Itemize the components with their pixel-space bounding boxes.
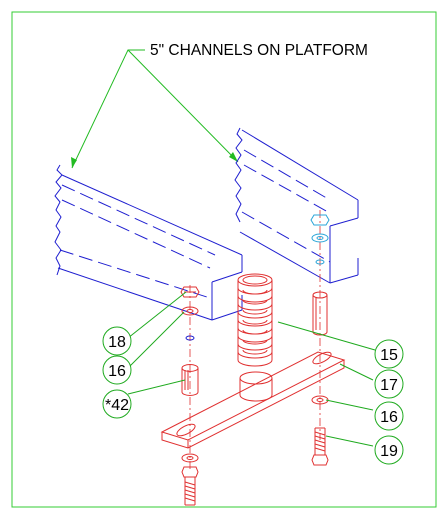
hidden-washer-left — [185, 335, 195, 341]
callout-16-right: 16 — [374, 401, 404, 431]
arrowhead-left — [71, 157, 77, 168]
callout-42: *42 — [102, 389, 132, 419]
callout-17: 17 — [374, 369, 404, 399]
callout-18: 18 — [102, 326, 132, 356]
callout-16-left: 16 — [102, 355, 132, 385]
callout-leaders — [127, 291, 376, 447]
arrowhead-right — [229, 152, 238, 162]
callout-15: 15 — [374, 339, 404, 369]
spring-seat — [239, 371, 273, 402]
left-hardware-stack — [180, 286, 200, 506]
drawing-frame — [11, 11, 437, 508]
callout-42-label: *42 — [105, 397, 129, 414]
callout-17-label: 17 — [380, 377, 398, 394]
callout-16-left-label: 16 — [108, 363, 126, 380]
base-plate — [160, 351, 346, 449]
hidden-hardware — [310, 214, 330, 265]
right-channel — [234, 127, 359, 284]
centerlines — [189, 210, 321, 470]
callout-19-label: 19 — [380, 443, 398, 460]
right-hardware-stack — [311, 291, 329, 466]
left-channel — [54, 164, 243, 321]
title-label: 5" CHANNELS ON PLATFORM — [150, 42, 368, 59]
callout-15-label: 15 — [380, 347, 398, 364]
spring — [237, 273, 273, 367]
callout-18-label: 18 — [108, 334, 126, 351]
callout-16-right-label: 16 — [380, 409, 398, 426]
title-leader — [71, 49, 239, 169]
callout-19: 19 — [374, 435, 404, 465]
